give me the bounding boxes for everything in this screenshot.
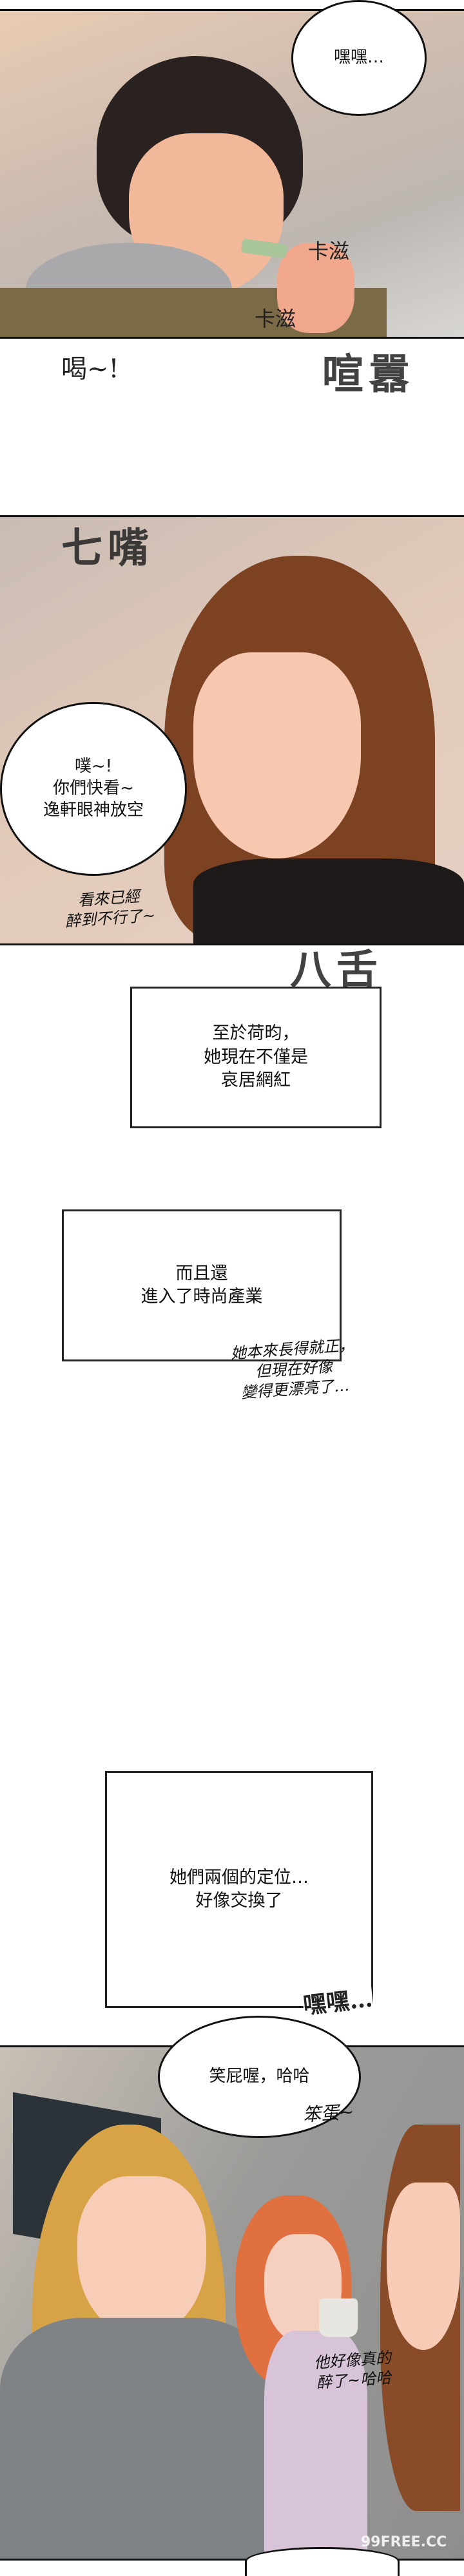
sfx-text: 八舌: [290, 946, 383, 994]
speech-text: 嘿嘿…: [333, 48, 384, 68]
speech-line: 你們快看~: [53, 779, 134, 799]
character-face: [193, 652, 361, 858]
speech-bubble-partial: [245, 2547, 400, 2576]
speech-bubble: 噗~! 你們快看~ 逸軒眼神放空: [0, 702, 187, 876]
character-brunette-face: [387, 2183, 460, 2350]
narration-line: 進入了時尚產業: [140, 1287, 263, 1307]
comic-panel-2: [0, 515, 464, 945]
speech-bubble: 笑屁喔，哈哈: [158, 2016, 361, 2138]
narration-line: 她現在不僅是: [204, 1046, 308, 1067]
character-blonde-sweater: [0, 2318, 277, 2559]
narration-box: 而且還 進入了時尚產業: [62, 1209, 342, 1361]
sfx-crunch: 卡滋: [308, 239, 350, 263]
watermark: 99FREE.CC: [361, 2534, 447, 2550]
sfx-crunch: 卡滋: [255, 307, 296, 331]
narration-line: 好像交換了: [195, 1891, 283, 1911]
handwritten-aside: 笨蛋~: [302, 2101, 355, 2126]
narration-line: 哀居網紅: [221, 1070, 291, 1091]
sfx-text: 嘿嘿…: [301, 1980, 374, 2021]
speech-bubble: 嘿嘿…: [291, 0, 427, 116]
handwritten-aside: 看來已經 醉到不行了~: [63, 886, 156, 932]
handwritten-aside: 他好像真的 醉了~哈哈: [313, 2348, 393, 2394]
speech-line: 逸軒眼神放空: [43, 800, 144, 820]
handwritten-aside: 她本來長得就正， 但現在好像 變得更漂亮了…: [230, 1335, 358, 1404]
sfx-text: 七嘴: [61, 524, 154, 573]
sake-cup: [319, 2298, 358, 2337]
character-sweater: [193, 858, 464, 943]
speech-text: 笑屁喔，哈哈: [209, 2067, 310, 2087]
narration-line: 她們兩個的定位…: [169, 1867, 309, 1888]
narration-box: 至於荷昀， 她現在不僅是 哀居網紅: [130, 987, 382, 1128]
character-redhead-sweater: [264, 2331, 367, 2559]
sfx-text: 喝~!: [61, 354, 119, 384]
character-blonde-face: [77, 2176, 206, 2337]
character-hand: [277, 243, 354, 333]
sfx-text: 喧囂: [322, 350, 415, 399]
narration-line: 至於荷昀，: [212, 1023, 300, 1044]
narration-line: 而且還: [175, 1263, 228, 1283]
speech-line: 噗~!: [74, 757, 113, 777]
narration-box: 她們兩個的定位… 好像交換了: [105, 1771, 373, 2008]
